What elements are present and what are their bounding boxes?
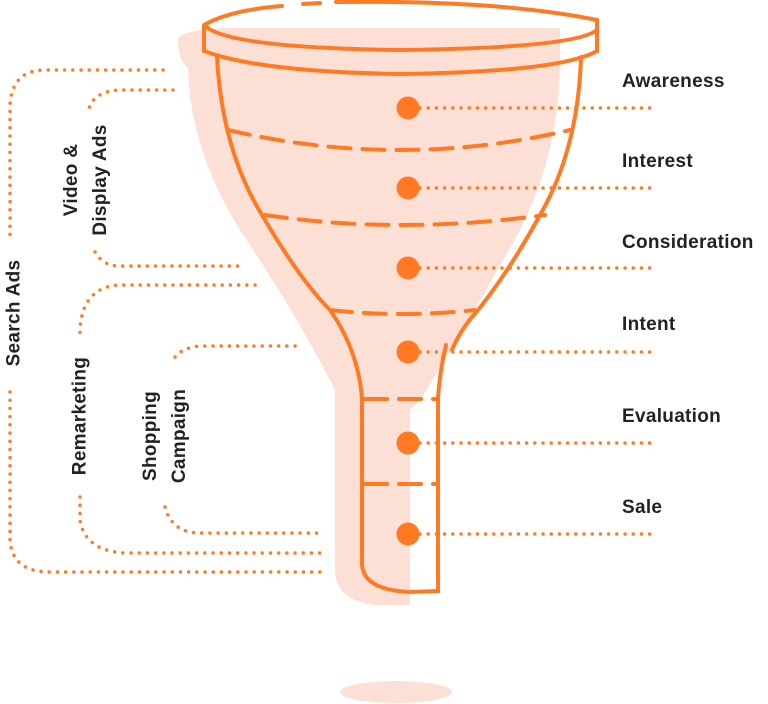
remarketing-bracket — [78, 283, 324, 555]
stage-divider — [226, 128, 572, 152]
stage-label-sale: Sale — [622, 497, 663, 518]
channel-label-search-ads: Search Ads — [3, 259, 25, 367]
stage-marker — [396, 256, 420, 280]
rim-inner — [202, 23, 599, 53]
shopping-bracket — [163, 344, 324, 535]
rim-outer — [202, 4, 284, 27]
floor-shadow — [340, 681, 452, 703]
rim-band — [202, 18, 599, 77]
stage-divider — [328, 308, 477, 316]
channel-label-shopping-line2: Campaign — [169, 388, 190, 484]
stage-label-interest: Interest — [622, 151, 694, 172]
channel-label-video-display-line2: Display Ads — [90, 124, 111, 236]
channel-label-video-display-line1: Video & — [61, 143, 82, 217]
stage-divider — [263, 213, 547, 227]
stage-label-evaluation: Evaluation — [622, 406, 722, 427]
rim-outer-dash — [301, 0, 599, 22]
funnel-left-wall — [215, 55, 448, 595]
channel-label-shopping-line1: Shopping — [140, 391, 161, 481]
stage-marker — [396, 522, 420, 546]
stage-marker — [396, 176, 420, 200]
stage-label-awareness: Awareness — [622, 71, 725, 92]
funnel-right-wall — [450, 55, 583, 352]
stage-label-consideration: Consideration — [622, 232, 754, 253]
video-display-bracket — [86, 88, 245, 268]
stage-marker — [396, 96, 420, 120]
search-ads-bracket — [8, 68, 324, 574]
stage-marker — [396, 431, 420, 455]
channel-label-video-display: Video & Display Ads — [57, 124, 115, 235]
stage-marker — [396, 340, 420, 364]
channel-label-shopping-campaign: Shopping Campaign — [136, 389, 194, 483]
channel-label-remarketing: Remarketing — [69, 356, 91, 476]
stage-label-intent: Intent — [622, 314, 676, 335]
funnel-shadow — [178, 28, 560, 605]
